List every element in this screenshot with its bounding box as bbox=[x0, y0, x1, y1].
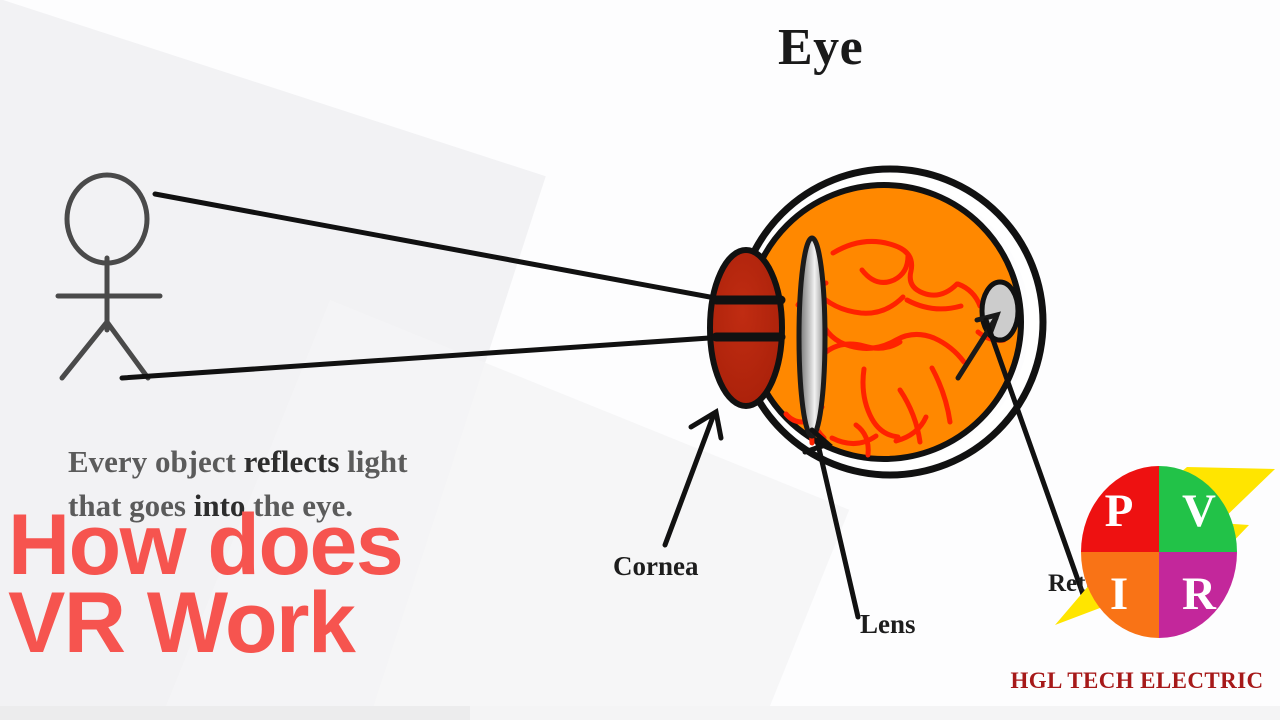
caption-part-2: light that goes bbox=[68, 444, 408, 523]
caption-part-1: Every object bbox=[68, 444, 244, 479]
logo-letters: P V I R bbox=[1105, 485, 1217, 620]
logo-letter-i: I bbox=[1110, 568, 1128, 620]
light-ray-upper bbox=[152, 191, 729, 303]
bottom-band-right bbox=[470, 706, 1280, 720]
overlay-title-line-1: How does bbox=[8, 497, 404, 593]
logo-letter-r: R bbox=[1182, 568, 1217, 620]
logo-letter-p: P bbox=[1105, 485, 1134, 537]
cornea-structure bbox=[707, 247, 786, 409]
retina-leader-line bbox=[983, 317, 1088, 603]
brand-logo: P V I R bbox=[1037, 447, 1280, 647]
caption-part-3: the eye. bbox=[245, 488, 353, 523]
page-title: Eye bbox=[778, 19, 864, 76]
stick-figure-observer bbox=[55, 172, 163, 381]
overlay-title-line-2: VR Work bbox=[8, 575, 356, 671]
cornea-leader-arrow bbox=[662, 408, 724, 548]
label-lens: Lens bbox=[860, 609, 916, 639]
logo-letter-v: V bbox=[1182, 485, 1216, 537]
brand-name: HGL TECH ELECTRIC bbox=[1010, 668, 1264, 693]
caption-bold-reflects: reflects bbox=[243, 444, 340, 479]
lens-structure bbox=[796, 235, 828, 439]
light-ray-lower bbox=[119, 334, 727, 381]
logo-graphic: P V I R bbox=[1055, 466, 1275, 638]
lens-leader-line bbox=[802, 427, 861, 620]
caption-text: Every object reflects light that goes in… bbox=[68, 440, 468, 528]
label-cornea: Cornea bbox=[613, 551, 699, 581]
light-rays bbox=[119, 191, 729, 381]
caption-bold-into: into bbox=[193, 488, 246, 523]
